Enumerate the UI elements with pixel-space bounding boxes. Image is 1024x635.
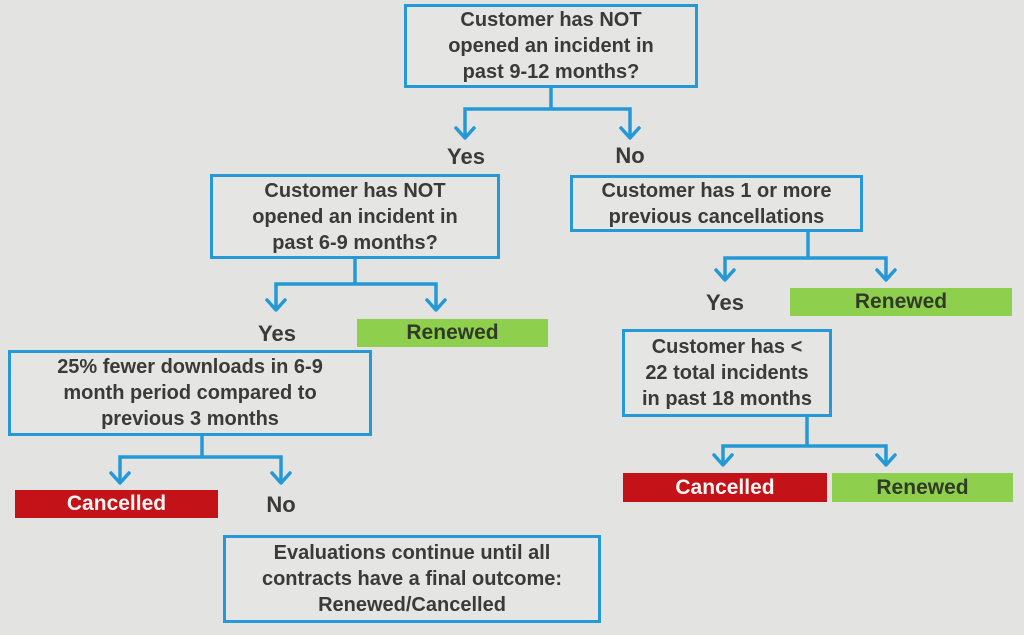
- branch-label-yes-left69: Yes: [258, 321, 296, 346]
- connector-left69-left: [265, 282, 355, 312]
- outcome-renewed-right-lower: Renewed: [832, 473, 1013, 502]
- outcome-renewed-right-upper: Renewed: [790, 288, 1012, 316]
- connector-cancellations-right: [808, 256, 897, 282]
- branch-label-no-downloads: No: [266, 492, 296, 517]
- outcome-cancelled-left: Cancelled: [15, 490, 218, 518]
- outcome-renewed-left: Renewed: [357, 319, 548, 347]
- connector-incidents-left: [712, 444, 807, 467]
- decision-previous-cancellations: Customer has 1 or more previous cancella…: [570, 175, 863, 232]
- decision-fewer-downloads: 25% fewer downloads in 6-9 month period …: [8, 350, 372, 436]
- branch-label-yes-cancellations: Yes: [706, 290, 744, 315]
- outcome-cancelled-right: Cancelled: [623, 473, 827, 502]
- decision-no-incident-6-9: Customer has NOT opened an incident in p…: [210, 174, 500, 259]
- connector-cancellations-left: [714, 256, 808, 282]
- connector-left69-right: [355, 282, 447, 312]
- note-evaluations-continue: Evaluations continue until all contracts…: [223, 535, 601, 623]
- connector-downloads-left: [109, 455, 202, 485]
- connector-root-right: [551, 107, 641, 140]
- branch-label-no-root: No: [615, 143, 645, 168]
- decision-root: Customer has NOT opened an incident in p…: [404, 4, 698, 88]
- branch-label-yes-root: Yes: [447, 144, 485, 169]
- connector-root-left: [454, 107, 551, 140]
- decision-total-incidents: Customer has < 22 total incidents in pas…: [622, 329, 832, 417]
- connector-downloads-right: [202, 455, 292, 485]
- connector-incidents-right: [807, 444, 897, 467]
